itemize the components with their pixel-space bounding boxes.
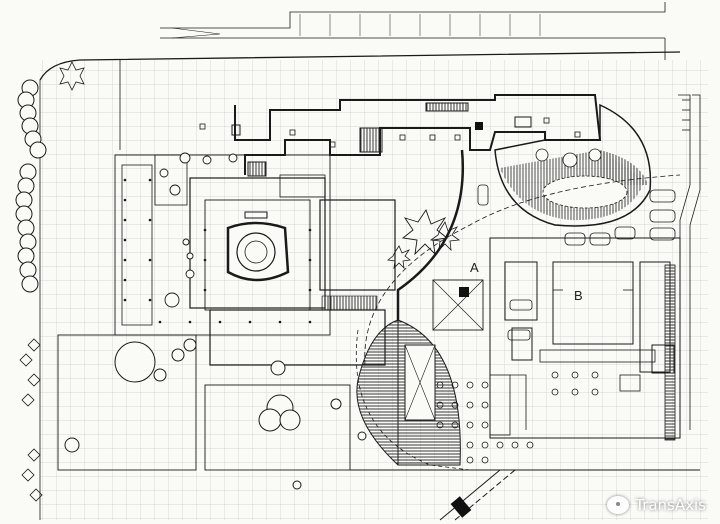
site-route bbox=[364, 174, 681, 366]
courtyard-trees bbox=[159, 152, 238, 308]
west-tree-row bbox=[15, 79, 47, 293]
sunken-garden bbox=[355, 319, 471, 471]
plaza-tree-grid bbox=[436, 371, 599, 464]
courtyard-bollards bbox=[123, 178, 312, 324]
entrance-plaza bbox=[494, 103, 652, 227]
lawn-blocks bbox=[57, 334, 351, 471]
wechat-icon bbox=[607, 496, 630, 514]
lawn-trees bbox=[64, 338, 367, 490]
zone-a bbox=[387, 149, 484, 331]
zone-a-label: A bbox=[470, 260, 479, 275]
watermark: TransAxis bbox=[607, 496, 706, 514]
building-columns bbox=[199, 117, 581, 148]
rotunda bbox=[226, 211, 290, 282]
north-hatching bbox=[299, 14, 541, 36]
east-tables bbox=[477, 184, 676, 341]
courtyard-complex bbox=[114, 154, 396, 366]
zone-b-label: B bbox=[574, 288, 583, 303]
south-street bbox=[350, 469, 700, 521]
west-shrubs bbox=[19, 61, 85, 502]
watermark-text: TransAxis bbox=[635, 496, 706, 514]
main-building bbox=[231, 94, 602, 177]
zone-b bbox=[489, 237, 681, 441]
